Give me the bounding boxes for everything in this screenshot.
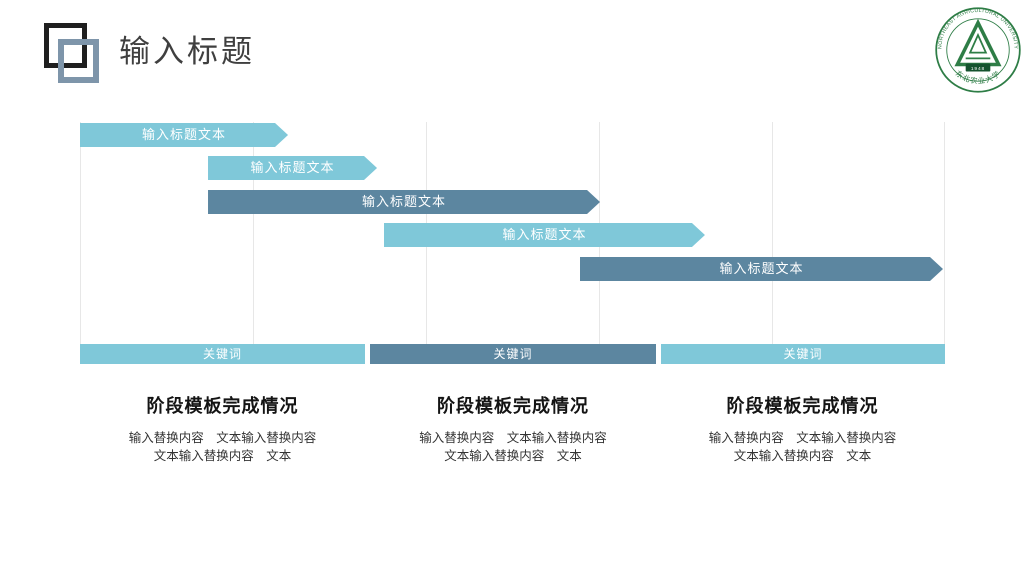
- gantt-bar-label: 输入标题文本: [250, 160, 335, 175]
- black-square-icon: [44, 23, 87, 68]
- keyword-label: 关键词: [493, 347, 533, 361]
- logo-year-banner: [965, 63, 991, 72]
- gridline: [772, 122, 773, 344]
- logo-year: 1948: [971, 66, 985, 72]
- blue-square-icon: [58, 39, 99, 83]
- gantt-bar-3: 输入标题文本: [208, 190, 600, 214]
- gantt-bar-2: 输入标题文本: [208, 156, 377, 180]
- keyword-label: 关键词: [202, 347, 242, 361]
- keyword-label: 关键词: [783, 347, 823, 361]
- section-heading: 阶段模板完成情况: [146, 396, 299, 416]
- section-text-line: 文本输入替换内容 文本: [153, 449, 292, 463]
- university-logo: NORTHEAST AGRICULTURAL UNIVERSITY 1948 东…: [935, 7, 1021, 93]
- keyword-bar-1: 关键词: [80, 344, 365, 364]
- section-text-line: 文本输入替换内容 文本: [444, 449, 582, 463]
- gridline: [253, 122, 254, 344]
- section-text-line: 文本输入替换内容 文本: [733, 449, 872, 463]
- section-text-line: 输入替换内容 文本输入替换内容: [419, 431, 607, 445]
- stage-section-3: 阶段模板完成情况 输入替换内容 文本输入替换内容 文本输入替换内容 文本: [660, 392, 945, 465]
- section-text-line: 输入替换内容 文本输入替换内容: [128, 431, 317, 445]
- stage-section-1: 阶段模板完成情况 输入替换内容 文本输入替换内容 文本输入替换内容 文本: [80, 392, 365, 465]
- section-heading: 阶段模板完成情况: [437, 396, 589, 416]
- gridline: [944, 122, 945, 344]
- gantt-bar-5: 输入标题文本: [580, 257, 943, 281]
- logo-outer-ring: [935, 7, 1021, 93]
- gantt-bar-label: 输入标题文本: [362, 194, 447, 209]
- gantt-bar-label: 输入标题文本: [502, 227, 587, 242]
- gridline: [80, 122, 81, 344]
- section-heading: 阶段模板完成情况: [726, 396, 879, 416]
- keyword-bar-3: 关键词: [661, 344, 945, 364]
- keyword-bar-2: 关键词: [370, 344, 656, 364]
- gantt-bar-4: 输入标题文本: [384, 223, 705, 247]
- gantt-bar-1: 输入标题文本: [80, 123, 288, 147]
- title-decoration-squares-icon: [44, 23, 106, 85]
- stage-section-2: 阶段模板完成情况 输入替换内容 文本输入替换内容 文本输入替换内容 文本: [370, 392, 656, 465]
- gantt-chart: 输入标题文本 输入标题文本 输入标题文本 输入标题文本 输入标题文本 关键词 关…: [80, 122, 945, 364]
- gantt-bar-label: 输入标题文本: [142, 127, 227, 142]
- section-text-line: 输入替换内容 文本输入替换内容: [708, 431, 897, 445]
- gantt-bar-label: 输入标题文本: [719, 261, 804, 276]
- page-title: 输入标题: [119, 34, 255, 69]
